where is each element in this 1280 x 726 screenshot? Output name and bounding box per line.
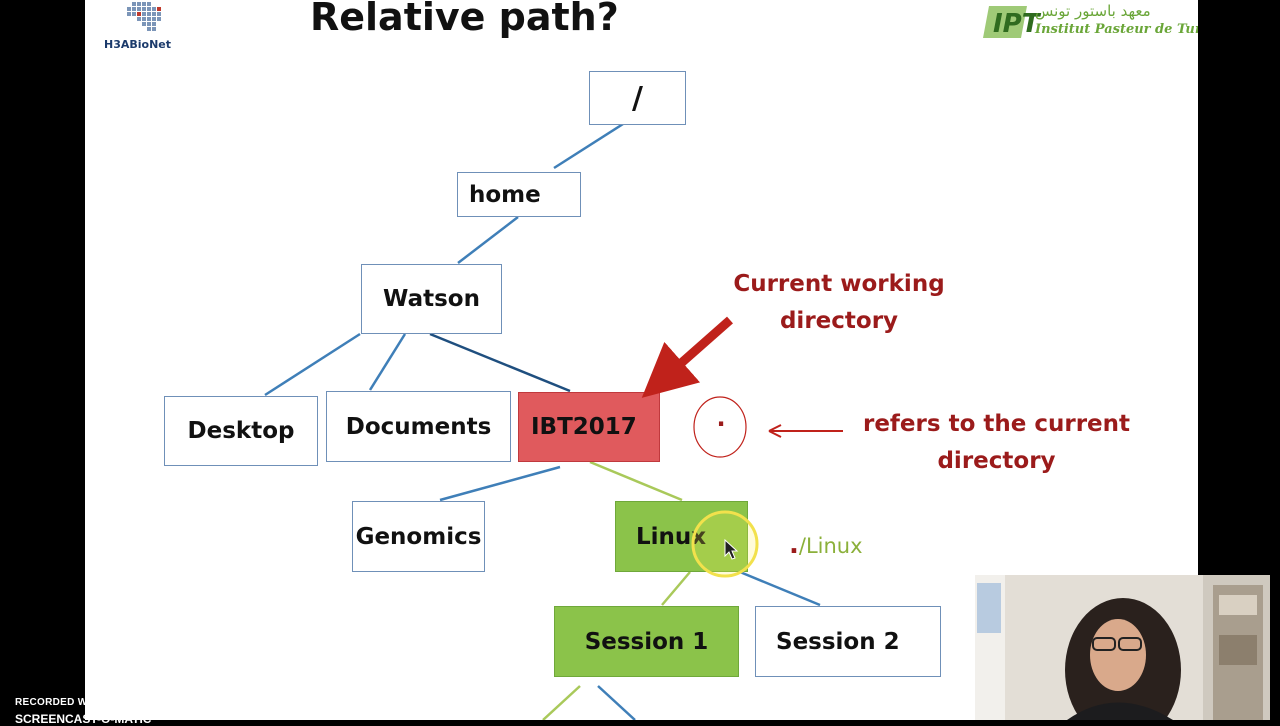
- dot-description: refers to the current directory: [845, 406, 1148, 480]
- edge-watson-documents: [368, 333, 407, 391]
- overlay-graphics: [641, 316, 843, 578]
- relative-path-label: ./Linux: [789, 530, 863, 560]
- edge-session1-child-a: [542, 685, 581, 720]
- cwd-label-line2: directory: [779, 308, 899, 334]
- institut-pasteur-arabic: معهد باستور تونس: [1035, 2, 1151, 20]
- node-session1: Session 1: [554, 606, 739, 677]
- edge-home-watson: [457, 216, 519, 264]
- webcam-overlay: [975, 575, 1270, 720]
- cwd-arrow: [641, 316, 733, 398]
- relative-path-text: /Linux: [798, 534, 863, 558]
- dot-arrow: [768, 424, 843, 438]
- node-watson: Watson: [361, 264, 502, 334]
- node-home: home: [457, 172, 581, 217]
- slide-title: Relative path?: [310, 0, 619, 39]
- edge-linux-session2: [739, 570, 821, 607]
- edge-linux-session1: [661, 571, 691, 606]
- node-ibt2017: IBT2017: [518, 392, 660, 462]
- h3abionet-logo-text: H3ABioNet: [104, 38, 172, 51]
- edge-session1-child-b: [597, 685, 636, 720]
- africa-map-logo: [127, 2, 161, 31]
- node-genomics: Genomics: [352, 501, 485, 572]
- institut-pasteur-latin: Institut Pasteur de Tunis: [1035, 22, 1198, 37]
- node-root: /: [589, 71, 686, 125]
- cwd-label: Current working directory: [705, 266, 973, 340]
- edge-watson-desktop: [264, 332, 361, 397]
- watermark-brand: SCREENCAST-O-MATIC: [15, 712, 152, 726]
- presenter-video: [975, 575, 1270, 720]
- node-desktop: Desktop: [164, 396, 318, 466]
- cwd-label-line1: Current working: [733, 271, 945, 297]
- dot-description-line1: refers to the current: [862, 411, 1131, 437]
- relative-path-dot: .: [789, 530, 799, 560]
- edge-watson-ibt2017: [429, 332, 571, 393]
- slide: Relative path? H3ABioNet IPT معهد باستور…: [85, 0, 1198, 720]
- institut-pasteur-logo: IPT: [983, 6, 1042, 39]
- mouse-cursor-icon: [724, 538, 739, 560]
- dot-description-line2: directory: [937, 448, 1056, 474]
- node-documents: Documents: [326, 391, 511, 462]
- watermark-recorded-with: RECORDED WITH: [15, 697, 105, 708]
- edge-root-home: [553, 122, 624, 170]
- tree-connectors: [264, 122, 821, 720]
- edge-ibt2017-linux: [589, 460, 683, 502]
- svg-text:IPT: IPT: [993, 9, 1042, 39]
- dot-circle: [693, 396, 747, 458]
- node-session2: Session 2: [755, 606, 941, 677]
- dot-symbol: .: [716, 404, 726, 432]
- edge-ibt2017-genomics: [439, 465, 561, 502]
